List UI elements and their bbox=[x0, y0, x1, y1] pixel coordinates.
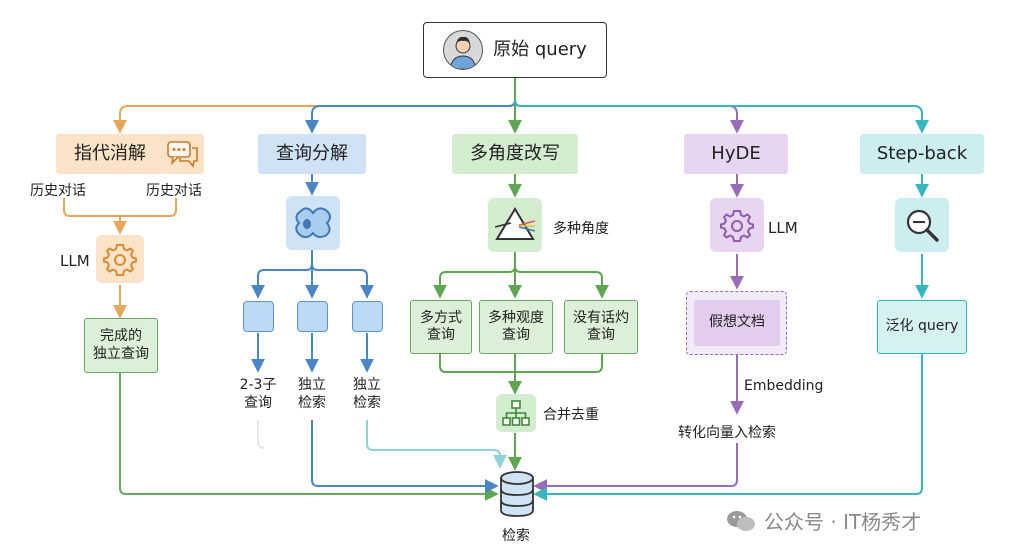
root-query-label: 原始 query bbox=[493, 38, 587, 60]
coref-llm-label: LLM bbox=[60, 252, 90, 270]
root-query-node: 原始 query bbox=[423, 22, 607, 78]
coref-header: 指代消解 bbox=[56, 134, 164, 174]
multi-merge-label: 合并去重 bbox=[543, 407, 599, 423]
decompose-title: 查询分解 bbox=[276, 142, 348, 164]
decompose-header: 查询分解 bbox=[258, 134, 366, 174]
hyde-header: HyDE bbox=[684, 134, 788, 174]
multi-box-3-label: 没有话灼 查询 bbox=[573, 309, 629, 344]
hyde-vector-label: 转化向量入检索 bbox=[678, 425, 776, 441]
multi-box-1-label: 多方式 查询 bbox=[420, 309, 462, 344]
decompose-sub1-label: 2-3子 查询 bbox=[239, 377, 277, 411]
subquery-square-1 bbox=[243, 301, 274, 332]
multi-title: 多角度改写 bbox=[470, 142, 560, 164]
watermark: 公众号 · IT杨秀才 bbox=[726, 506, 921, 535]
multi-angle-label: 多种角度 bbox=[553, 221, 609, 237]
target-label: 检索 bbox=[502, 528, 530, 544]
prism-icon bbox=[488, 198, 542, 252]
subquery-square-3 bbox=[352, 301, 383, 332]
coref-output-box: 完成的 独立查询 bbox=[84, 318, 158, 373]
multi-box-1: 多方式 查询 bbox=[410, 300, 472, 354]
multi-box-3: 没有话灼 查询 bbox=[564, 300, 638, 354]
subquery-square-2 bbox=[297, 301, 328, 332]
hyde-doc-box: 假想文档 bbox=[694, 300, 780, 346]
user-avatar-icon bbox=[443, 30, 484, 70]
decompose-sub3-label: 独立 检索 bbox=[353, 377, 381, 411]
coref-history-left: 历史对话 bbox=[30, 183, 86, 199]
hierarchy-icon bbox=[496, 394, 536, 432]
hyde-doc-label: 假想文档 bbox=[709, 314, 765, 331]
decompose-sub2-label: 独立 检索 bbox=[298, 377, 326, 411]
coref-gear-icon bbox=[96, 235, 144, 283]
coref-output-label: 完成的 独立查询 bbox=[93, 328, 149, 362]
magnifier-icon bbox=[895, 198, 949, 252]
stepback-output-box: 泛化 query bbox=[877, 300, 967, 354]
coref-title: 指代消解 bbox=[74, 142, 146, 164]
hyde-embedding-label: Embedding bbox=[744, 378, 824, 394]
hyde-title: HyDE bbox=[711, 142, 761, 164]
hyde-llm-label: LLM bbox=[768, 219, 798, 237]
stepback-output-label: 泛化 query bbox=[885, 318, 959, 335]
chat-bubble-icon bbox=[162, 134, 204, 174]
multi-box-2-label: 多种观度 查询 bbox=[488, 309, 544, 344]
stepback-title: Step-back bbox=[876, 142, 968, 164]
multi-box-2: 多种观度 查询 bbox=[479, 300, 553, 354]
stepback-header: Step-back bbox=[860, 134, 984, 174]
wechat-icon bbox=[727, 510, 755, 531]
decompose-blob-icon bbox=[286, 196, 340, 250]
database-icon bbox=[497, 470, 537, 518]
watermark-text: 公众号 · IT杨秀才 bbox=[764, 510, 922, 534]
multi-header: 多角度改写 bbox=[452, 134, 578, 174]
hyde-gear-icon bbox=[710, 198, 764, 252]
coref-history-right: 历史对话 bbox=[146, 183, 202, 199]
